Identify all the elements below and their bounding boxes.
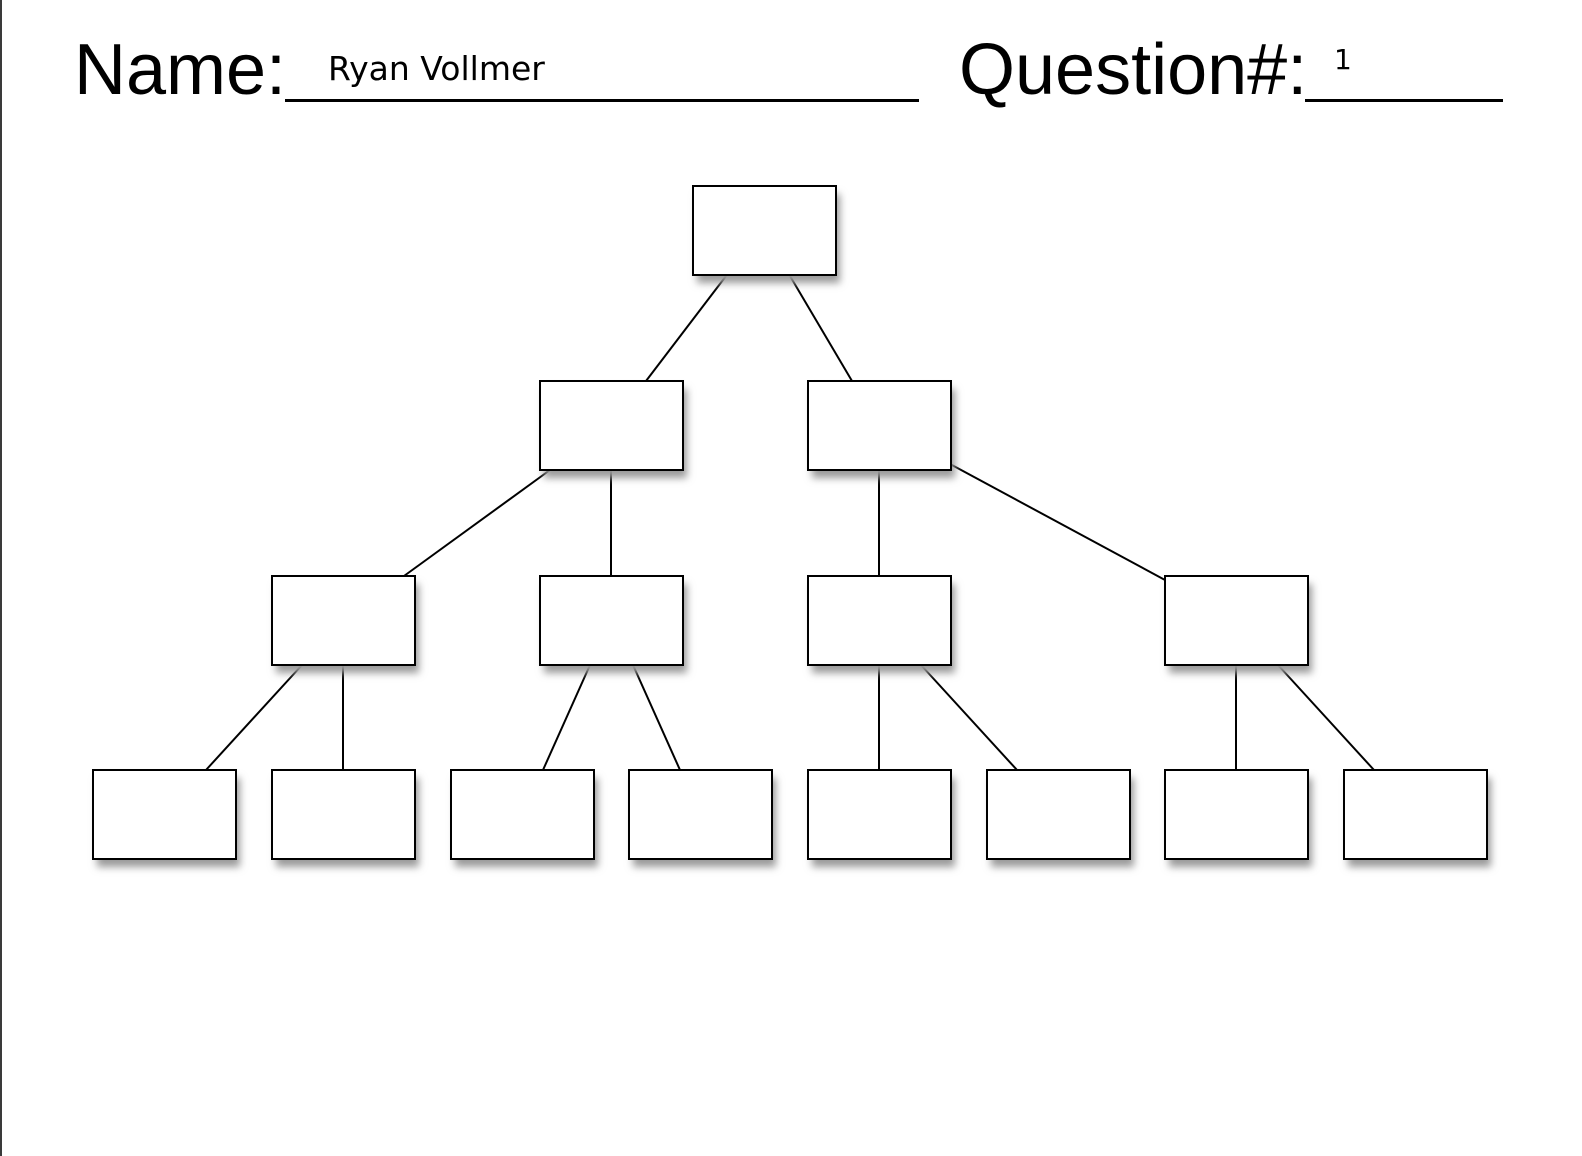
tree-node-n10[interactable] [628, 769, 776, 867]
tree-node-box[interactable] [807, 769, 952, 860]
tree-node-n12[interactable] [986, 769, 1134, 867]
question-number-label: Question#: [959, 30, 1308, 110]
tree-edge-n4-n9 [542, 664, 591, 771]
question-number-value[interactable]: 1 [1334, 43, 1352, 76]
tree-node-n14[interactable] [1343, 769, 1491, 867]
tree-node-box[interactable] [692, 185, 837, 276]
name-blank-line [285, 99, 919, 102]
tree-node-n4[interactable] [539, 575, 687, 673]
tree-node-box[interactable] [271, 769, 416, 860]
tree-node-box[interactable] [807, 380, 952, 471]
tree-nodes [92, 185, 1491, 867]
tree-node-n5[interactable] [807, 575, 955, 673]
tree-edge-n0-n2 [789, 275, 853, 382]
tree-node-box[interactable] [807, 575, 952, 666]
name-label: Name: [74, 30, 287, 110]
tree-node-box[interactable] [271, 575, 416, 666]
tree-node-box[interactable] [450, 769, 595, 860]
tree-node-n2[interactable] [807, 380, 955, 478]
tree-node-box[interactable] [1343, 769, 1488, 860]
tree-node-n6[interactable] [1164, 575, 1312, 673]
tree-node-n7[interactable] [92, 769, 240, 867]
question-number-blank-line [1305, 99, 1503, 102]
tree-node-n8[interactable] [271, 769, 419, 867]
tree-edge-n2-n6 [949, 463, 1166, 581]
tree-node-box[interactable] [92, 769, 237, 860]
tree-edges [205, 275, 1375, 771]
tree-node-box[interactable] [1164, 575, 1309, 666]
tree-edge-n0-n1 [645, 275, 727, 382]
tree-node-box[interactable] [986, 769, 1131, 860]
tree-node-n11[interactable] [807, 769, 955, 867]
tree-edge-n6-n14 [1277, 664, 1375, 771]
tree-node-box[interactable] [539, 380, 684, 471]
tree-node-n3[interactable] [271, 575, 419, 673]
tree-node-n0[interactable] [692, 185, 840, 283]
tree-node-n9[interactable] [450, 769, 598, 867]
tree-node-n1[interactable] [539, 380, 687, 478]
name-value[interactable]: Ryan Vollmer [328, 49, 545, 88]
tree-node-box[interactable] [1164, 769, 1309, 860]
tree-edge-n3-n7 [205, 664, 303, 771]
tree-node-n13[interactable] [1164, 769, 1312, 867]
tree-node-box[interactable] [539, 575, 684, 666]
tree-edge-n1-n3 [403, 469, 551, 577]
tree-node-box[interactable] [628, 769, 773, 860]
tree-edge-n5-n12 [920, 664, 1018, 771]
tree-edge-n4-n10 [632, 664, 681, 771]
